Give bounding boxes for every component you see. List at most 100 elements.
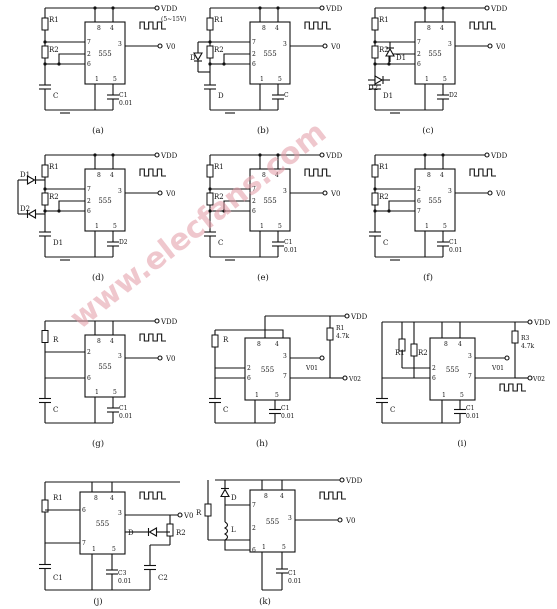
pin-number: 8 [97, 338, 101, 345]
supply-label: VDD [350, 313, 368, 321]
supply-label: VDD [160, 5, 178, 13]
output-label: V0 [183, 512, 194, 520]
supply-label: VDD [345, 477, 363, 485]
terminal [177, 512, 183, 518]
waveform-icon [139, 333, 166, 342]
chip-label: 555 [263, 197, 276, 205]
component-label: R [223, 336, 229, 344]
pin-number: 1 [260, 223, 264, 230]
output-label: V02 [348, 376, 361, 383]
component-label: R1 [49, 16, 59, 24]
pin-number: 1 [425, 223, 429, 230]
pin-number: 5 [113, 389, 117, 396]
component-label: D1 [53, 239, 63, 247]
waveform-icon [304, 168, 331, 177]
pin-number: 2 [247, 365, 251, 372]
terminal [484, 152, 490, 158]
output-label: V0 [330, 43, 341, 51]
output-label: V01 [305, 365, 318, 372]
pin-number: 7 [82, 540, 86, 547]
supply-label: VDD [490, 5, 508, 13]
wire [44, 352, 85, 379]
resistor-r2 [371, 45, 379, 59]
wire [44, 530, 80, 544]
component-label: D2 [119, 239, 128, 246]
component-label: R [196, 509, 202, 517]
junction-dot [276, 6, 280, 10]
figure-caption: (a) [92, 125, 104, 136]
component-label: C [383, 239, 388, 247]
pin-number: 4 [275, 341, 279, 348]
junction-dot [441, 6, 445, 10]
output-label: V0 [495, 43, 506, 51]
resistor-r1 [41, 499, 49, 513]
pin-number: 1 [255, 392, 259, 399]
resistor-r2 [41, 192, 49, 206]
pin-number: 3 [118, 41, 122, 48]
wire [215, 329, 284, 338]
pin-number: 2 [87, 51, 91, 58]
pin-number: 8 [264, 493, 268, 500]
terminal [484, 5, 490, 11]
chip-555 [249, 489, 296, 553]
pin-number: 4 [110, 172, 114, 179]
pin-number: 5 [443, 76, 447, 83]
component-label: R1 [379, 163, 389, 171]
pin-number: 8 [97, 25, 101, 32]
figure-caption: (h) [256, 438, 268, 449]
terminal [319, 355, 325, 361]
terminal [157, 43, 163, 49]
component-label: C1 [53, 574, 63, 582]
pin-number: 4 [275, 25, 279, 32]
junction-dot [258, 153, 262, 157]
component-label: D [190, 54, 196, 62]
chip-label: 555 [261, 366, 274, 374]
component-value: 0.01 [119, 413, 132, 420]
waveform-icon [499, 383, 526, 392]
pin-number: 5 [443, 223, 447, 230]
supply-label: VDD [325, 152, 343, 160]
chip-label: 555 [96, 520, 109, 528]
pin-number: 6 [87, 375, 91, 382]
supply-label: VDD [325, 5, 343, 13]
component-label: R2 [49, 46, 59, 54]
pin-number: 5 [460, 392, 464, 399]
diode-d2 [374, 75, 384, 85]
resistor-r [211, 334, 219, 348]
output-label: V02 [532, 376, 545, 383]
pin-number: 1 [425, 76, 429, 83]
pin-number: 1 [95, 76, 99, 83]
component-label: D2 [368, 84, 378, 92]
pin-number: 2 [87, 349, 91, 356]
pin-number: 2 [417, 186, 421, 193]
wire [223, 53, 250, 65]
component-label: L [231, 526, 236, 534]
pin-number: 7 [252, 39, 256, 46]
pin-number: 6 [432, 375, 436, 382]
terminal [337, 517, 343, 523]
component-label: D [128, 529, 134, 537]
resistor-r1 [41, 17, 49, 31]
pin-number: 2 [252, 525, 256, 532]
pin-number: 1 [95, 389, 99, 396]
chip-555 [84, 21, 126, 85]
figure-caption: (e) [257, 272, 269, 283]
junction-dot [441, 153, 445, 157]
junction-dot [111, 153, 115, 157]
resistor-r1 [398, 338, 406, 352]
pin-number: 7 [283, 373, 287, 380]
pin-number: 2 [252, 51, 256, 58]
component-label: D2 [20, 205, 30, 213]
pin-number: 4 [110, 495, 114, 502]
waveform-icon [139, 491, 166, 500]
chip-label: 555 [446, 366, 459, 374]
chip-555 [79, 491, 126, 555]
pin-number: 6 [252, 547, 256, 554]
component-value: 0.01 [466, 413, 479, 420]
component-label: C [223, 406, 228, 414]
